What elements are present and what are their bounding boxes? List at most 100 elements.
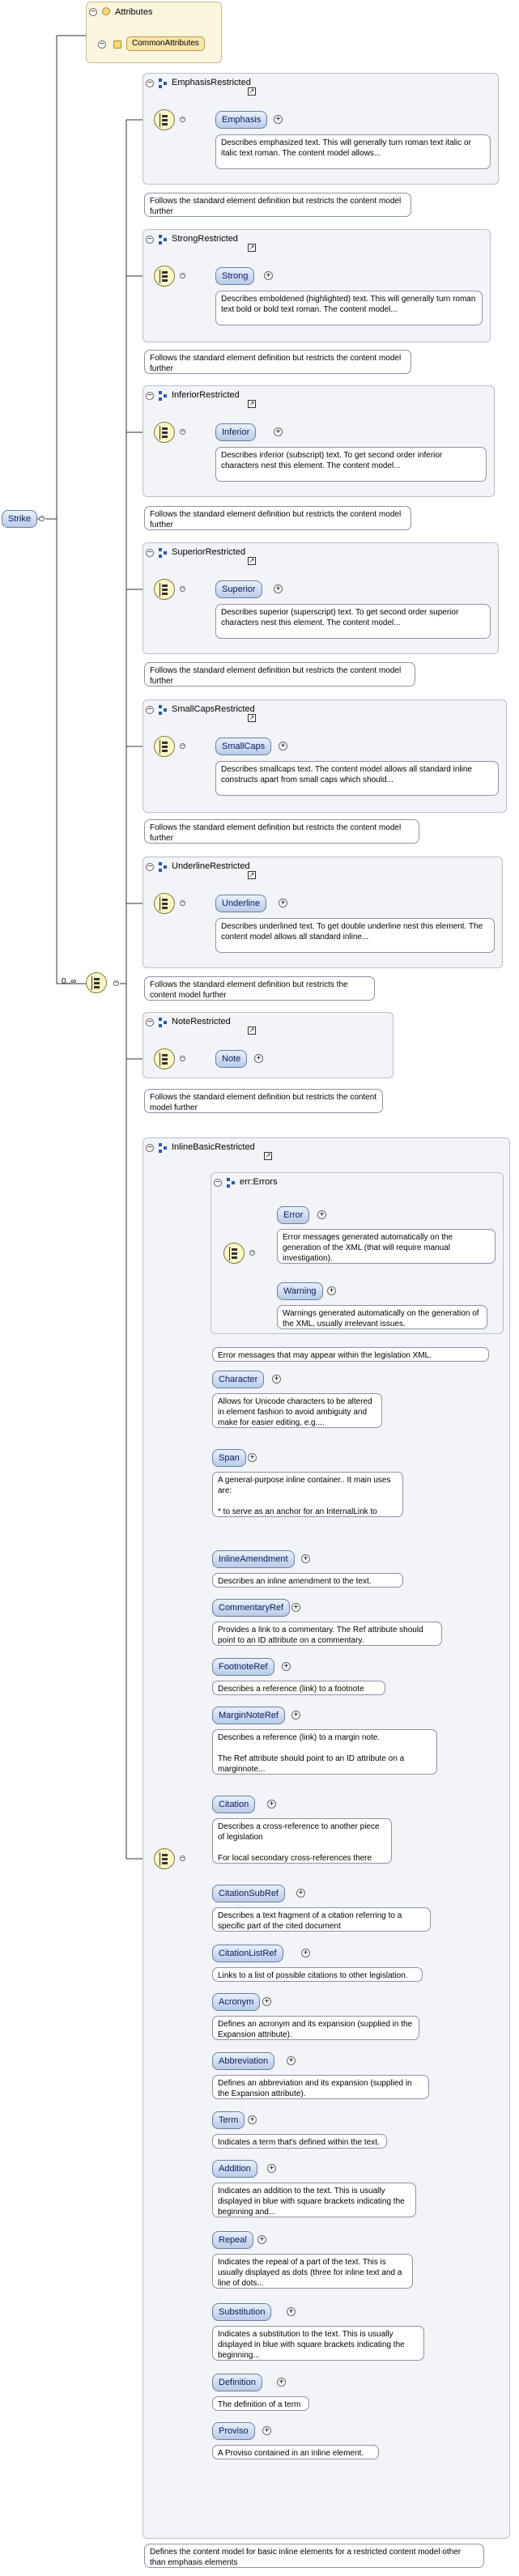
inline-element[interactable]: Span [212,1449,249,1469]
inline-element[interactable]: Proviso [212,2422,257,2442]
element-expand-button[interactable]: + [264,271,273,280]
element-expand-button[interactable]: + [279,742,287,750]
inline-element[interactable]: Character [212,1371,267,1391]
element-expand-button[interactable]: + [291,1603,300,1612]
child-element[interactable]: Inferior [215,423,259,444]
child-element[interactable]: Superior [215,580,265,601]
element-expand-button[interactable]: + [279,899,287,908]
child-element[interactable]: Strong [215,267,257,287]
group-collapse-toggle[interactable]: − [146,1018,154,1027]
group-icon [159,705,168,715]
sequence-collapse-toggle[interactable]: − [180,900,185,906]
inline-element[interactable]: Definition [212,2374,265,2394]
attributes-collapse-toggle[interactable]: − [89,8,97,16]
group-icon [159,391,168,401]
element-expand-button[interactable]: + [267,2164,276,2173]
group-collapse-toggle[interactable]: − [146,392,154,400]
element-expand-button[interactable]: + [262,2426,271,2435]
inline-element[interactable]: CitationSubRef [212,1885,287,1905]
inline-element-documentation: The definition of a term [212,2396,309,2411]
group-external-link-icon[interactable]: ↗ [248,244,256,252]
inline-element-documentation: Describes a reference (link) to a margin… [212,1729,437,1775]
inline-element[interactable]: MarginNoteRef [212,1707,287,1727]
element-documentation: Describes emphasized text. This will gen… [215,134,491,169]
group-collapse-toggle[interactable]: − [146,236,154,244]
sequence-collapse-toggle[interactable]: − [180,743,185,749]
inline-choice-collapse-toggle[interactable]: − [180,1855,185,1861]
errors-element[interactable]: Warning [277,1282,325,1303]
inline-element[interactable]: InlineAmendment [212,1550,297,1571]
element-expand-button[interactable]: + [327,1286,336,1295]
inline-element[interactable]: Repeal [212,2231,256,2251]
inline-element[interactable]: Term [212,2111,248,2132]
element-expand-button[interactable]: + [267,1800,276,1809]
sequence-collapse-toggle[interactable]: − [180,117,185,122]
element-expand-button[interactable]: + [248,1453,257,1462]
element-expand-button[interactable]: + [287,2056,296,2065]
element-expand-button[interactable]: + [262,1997,271,2006]
element-expand-button[interactable]: + [277,2378,286,2387]
sequence-collapse-toggle[interactable]: − [180,273,185,278]
errors-choice-toggle[interactable]: − [249,1250,255,1256]
strike-element[interactable]: Strike [2,510,40,530]
element-expand-button[interactable]: + [301,1949,310,1958]
element-expand-button[interactable]: + [248,2115,257,2124]
inline-element-documentation: Indicates the repeal of a part of the te… [212,2254,413,2289]
group-icon [159,1018,168,1027]
group-documentation: Follows the standard element definition … [144,1089,383,1113]
group-documentation: Follows the standard element definition … [144,976,375,1001]
child-element[interactable]: Note [215,1050,250,1070]
attribute-group-icon [113,40,121,49]
group-external-link-icon[interactable]: ↗ [248,557,256,565]
group-icon [159,548,168,558]
inline-element[interactable]: Abbreviation [212,2052,278,2072]
attributes-group-toggle[interactable]: − [98,40,106,49]
inline-basic-collapse-toggle[interactable]: − [146,1144,154,1152]
element-expand-button[interactable]: + [291,1711,300,1719]
inline-element[interactable]: CitationListRef [212,1945,286,1965]
common-attributes-group[interactable]: CommonAttributes [126,36,205,51]
group-collapse-toggle[interactable]: − [146,79,154,87]
child-element[interactable]: Underline [215,895,270,915]
sequence-compositor-icon [154,579,175,600]
choice-compositor-icon [86,972,107,993]
inline-element[interactable]: Addition [212,2160,260,2180]
inline-element[interactable]: Acronym [212,1993,263,2013]
choice-collapse-toggle[interactable]: − [113,980,119,986]
sequence-collapse-toggle[interactable]: − [180,1056,185,1061]
group-external-link-icon[interactable]: ↗ [248,87,256,96]
sequence-collapse-toggle[interactable]: − [180,586,185,592]
errors-title: err:Errors [240,1177,278,1187]
element-expand-button[interactable]: + [274,427,283,436]
group-collapse-toggle[interactable]: − [146,706,154,714]
child-element[interactable]: SmallCaps [215,738,274,758]
errors-collapse-toggle[interactable]: − [214,1179,222,1187]
group-external-link-icon[interactable]: ↗ [248,1027,256,1035]
element-documentation: Describes smallcaps text. The content mo… [215,761,499,796]
element-expand-button[interactable]: + [254,1054,263,1063]
group-external-link-icon[interactable]: ↗ [248,400,256,408]
element-expand-button[interactable]: + [257,2235,266,2244]
inline-element[interactable]: FootnoteRef [212,1658,277,1678]
inline-element[interactable]: CommentaryRef [212,1599,293,1619]
element-expand-button[interactable]: + [296,1889,305,1898]
element-expand-button[interactable]: + [282,1662,291,1671]
group-external-link-icon[interactable]: ↗ [248,714,256,722]
element-expand-button[interactable]: + [287,2307,296,2316]
element-expand-button[interactable]: + [274,584,283,593]
group-collapse-toggle[interactable]: − [146,549,154,557]
sequence-collapse-toggle[interactable]: − [180,429,185,435]
inline-element[interactable]: Citation [212,1796,258,1816]
errors-element[interactable]: Error [277,1206,313,1226]
sequence-compositor-icon [154,422,175,443]
element-expand-button[interactable]: + [301,1554,310,1563]
child-element[interactable]: Emphasis [215,111,270,131]
inline-element[interactable]: Substitution [212,2303,274,2323]
group-external-link-icon[interactable]: ↗ [248,871,256,879]
element-expand-button[interactable]: + [272,1375,281,1384]
element-expand-button[interactable]: + [274,115,283,124]
group-documentation: Follows the standard element definition … [144,662,415,687]
element-expand-button[interactable]: + [317,1210,326,1219]
group-collapse-toggle[interactable]: − [146,863,154,871]
group-external-link-icon[interactable]: ↗ [264,1152,272,1160]
